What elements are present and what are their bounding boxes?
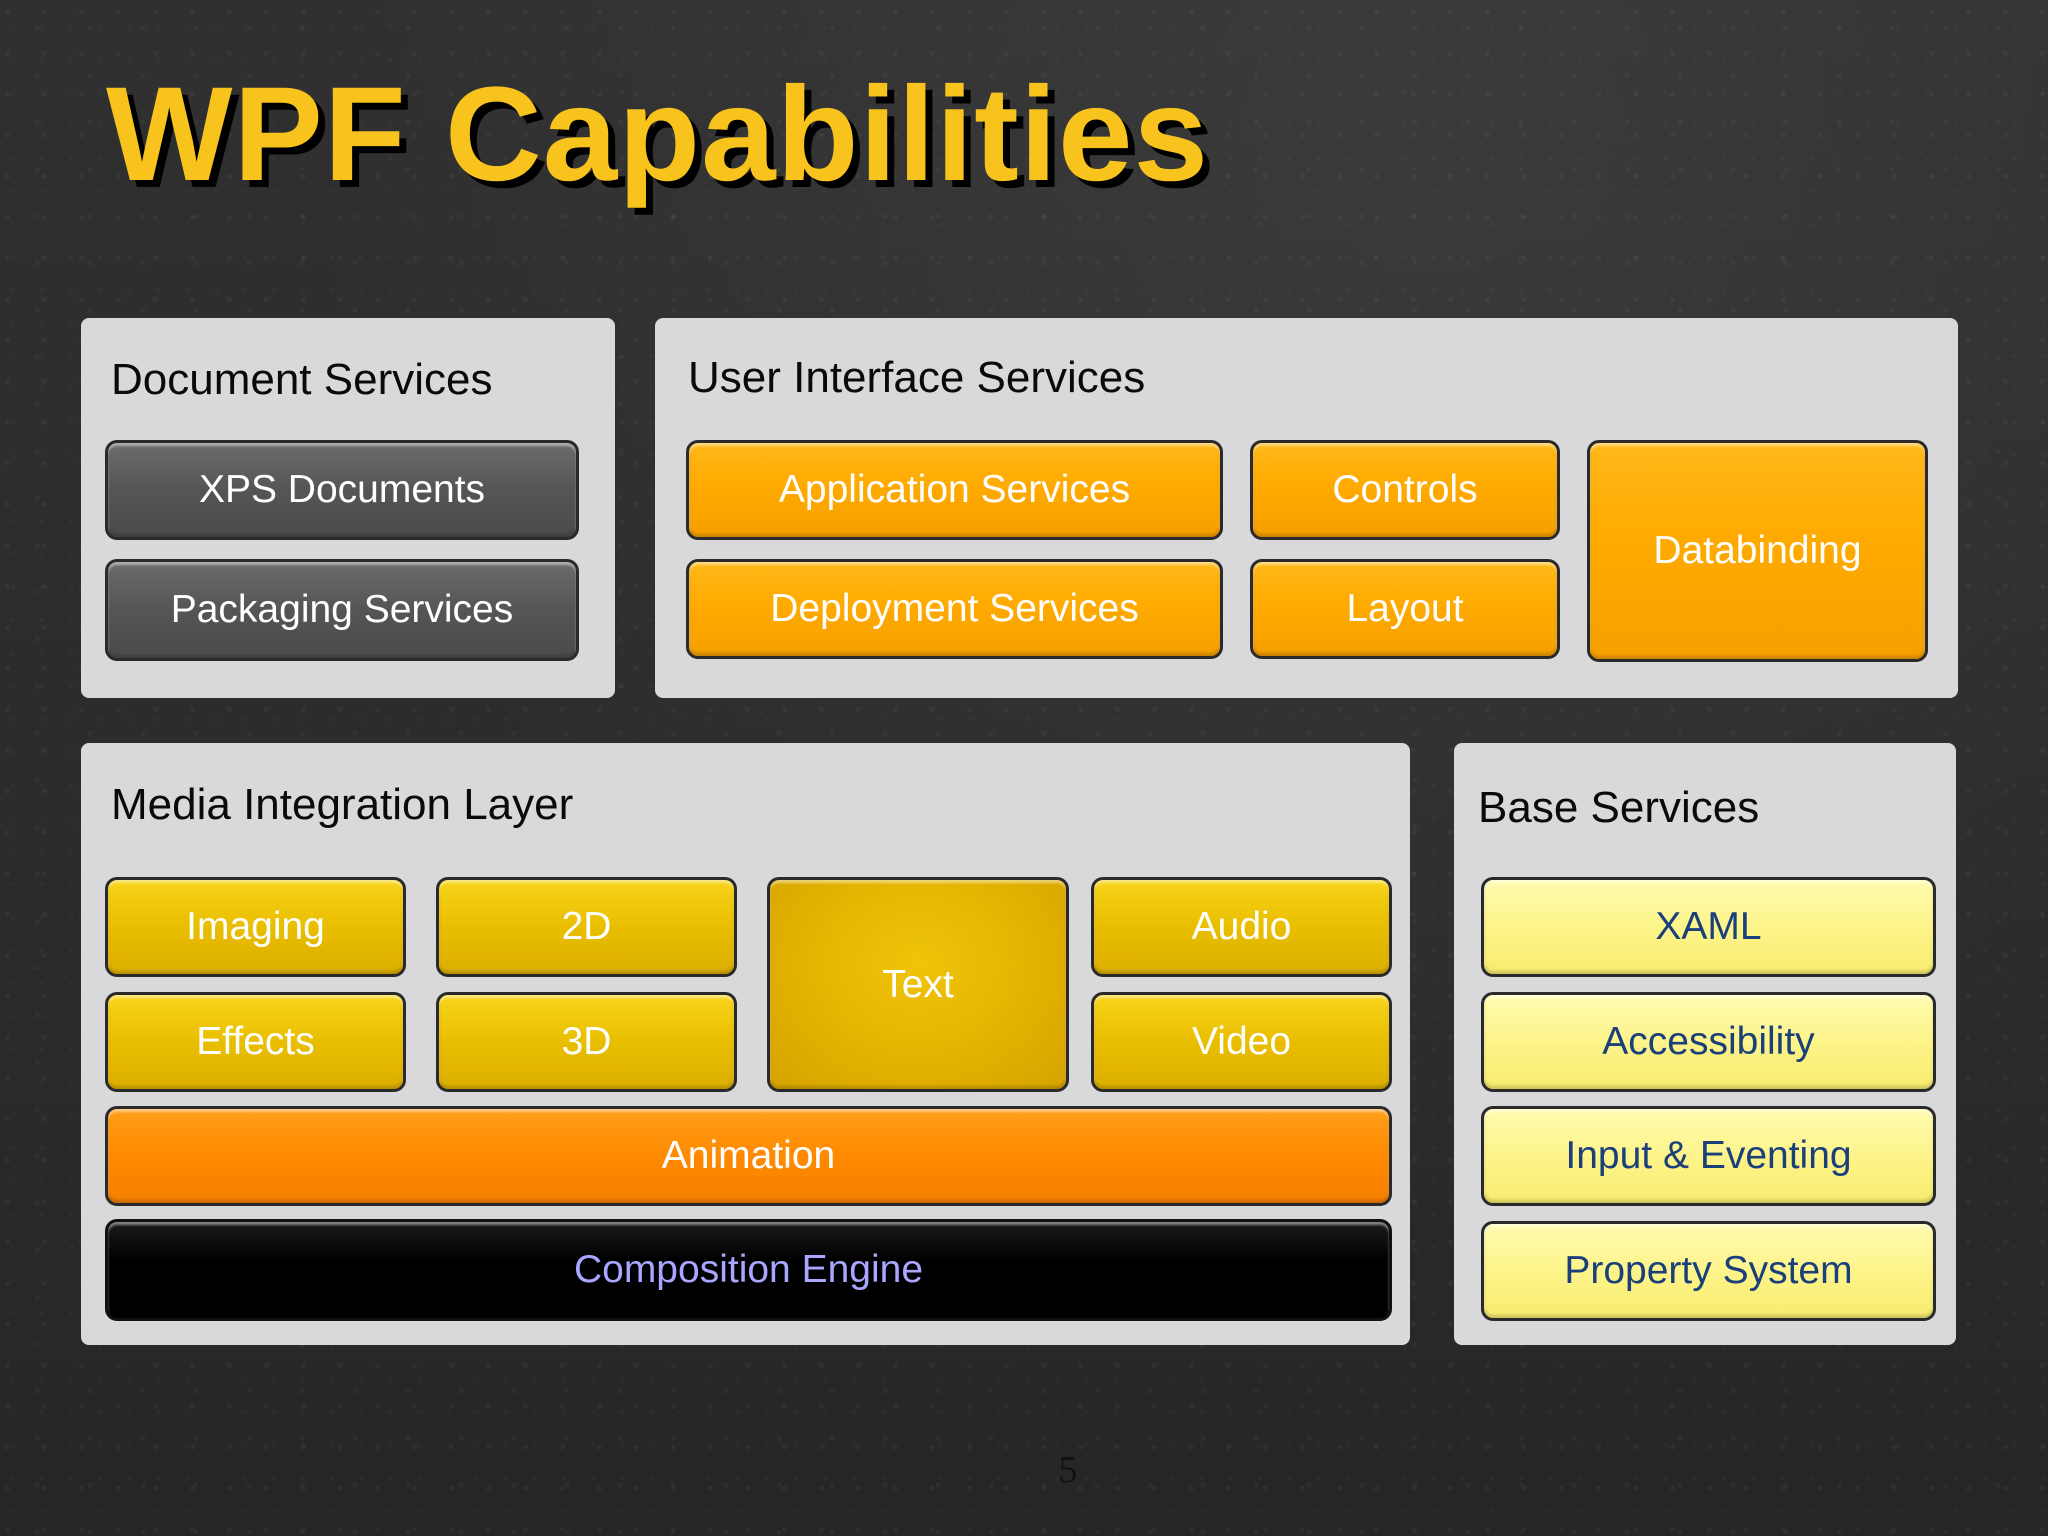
packaging-services-box: Packaging Services (105, 559, 579, 661)
property-system-box: Property System (1481, 1221, 1936, 1321)
effects-box: Effects (105, 992, 406, 1092)
application-services-box: Application Services (686, 440, 1223, 540)
media-integration-layer-panel: Media Integration Layer Imaging Effects … (81, 743, 1410, 1345)
composition-engine-box: Composition Engine (105, 1219, 1392, 1321)
document-services-title: Document Services (111, 355, 493, 404)
3d-box: 3D (436, 992, 737, 1092)
accessibility-box: Accessibility (1481, 992, 1936, 1092)
page-number: 5 (1058, 1449, 1078, 1491)
input-eventing-box: Input & Eventing (1481, 1106, 1936, 1206)
deployment-services-box: Deployment Services (686, 559, 1223, 659)
document-services-panel: Document Services XPS Documents Packagin… (81, 318, 615, 698)
text-box: Text (767, 877, 1069, 1092)
xps-documents-box: XPS Documents (105, 440, 579, 540)
audio-box: Audio (1091, 877, 1392, 977)
databinding-box: Databinding (1587, 440, 1928, 662)
slide-title: WPF Capabilities (106, 60, 1210, 209)
video-box: Video (1091, 992, 1392, 1092)
base-services-panel: Base Services XAML Accessibility Input &… (1454, 743, 1956, 1345)
2d-box: 2D (436, 877, 737, 977)
xaml-box: XAML (1481, 877, 1936, 977)
media-integration-layer-title: Media Integration Layer (111, 780, 574, 829)
user-interface-services-panel: User Interface Services Application Serv… (655, 318, 1958, 698)
user-interface-services-title: User Interface Services (688, 353, 1146, 402)
imaging-box: Imaging (105, 877, 406, 977)
controls-box: Controls (1250, 440, 1560, 540)
base-services-title: Base Services (1478, 783, 1760, 832)
layout-box: Layout (1250, 559, 1560, 659)
animation-box: Animation (105, 1106, 1392, 1206)
